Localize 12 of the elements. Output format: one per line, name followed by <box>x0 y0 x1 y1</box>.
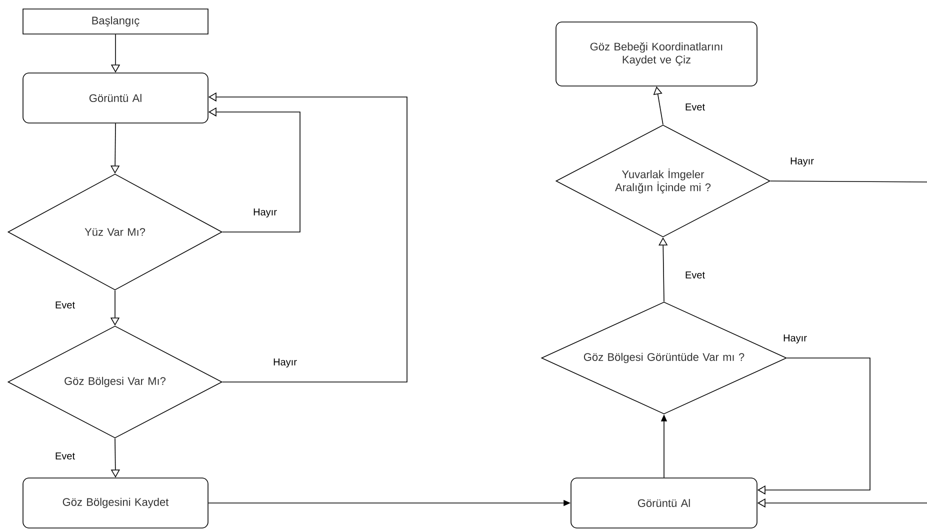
edge-label: Hayır <box>789 156 815 168</box>
process-box: Göz Bebeği Koordinatlarını Kaydet ve Çiz <box>556 22 758 86</box>
start-box: Başlangıç <box>22 8 208 34</box>
edge-label: Evet <box>684 102 706 112</box>
edge-label: Hayır <box>252 208 278 218</box>
process-box: Göz Bölgesini Kaydet <box>22 478 208 528</box>
edge-label: Evet <box>54 300 76 310</box>
process-box: Görüntü Al <box>22 72 208 124</box>
edge-label: Hayır <box>272 358 298 368</box>
edge-label: Evet <box>684 270 706 280</box>
edge-label: Evet <box>54 452 76 460</box>
process-box: Görüntü Al <box>570 478 758 528</box>
